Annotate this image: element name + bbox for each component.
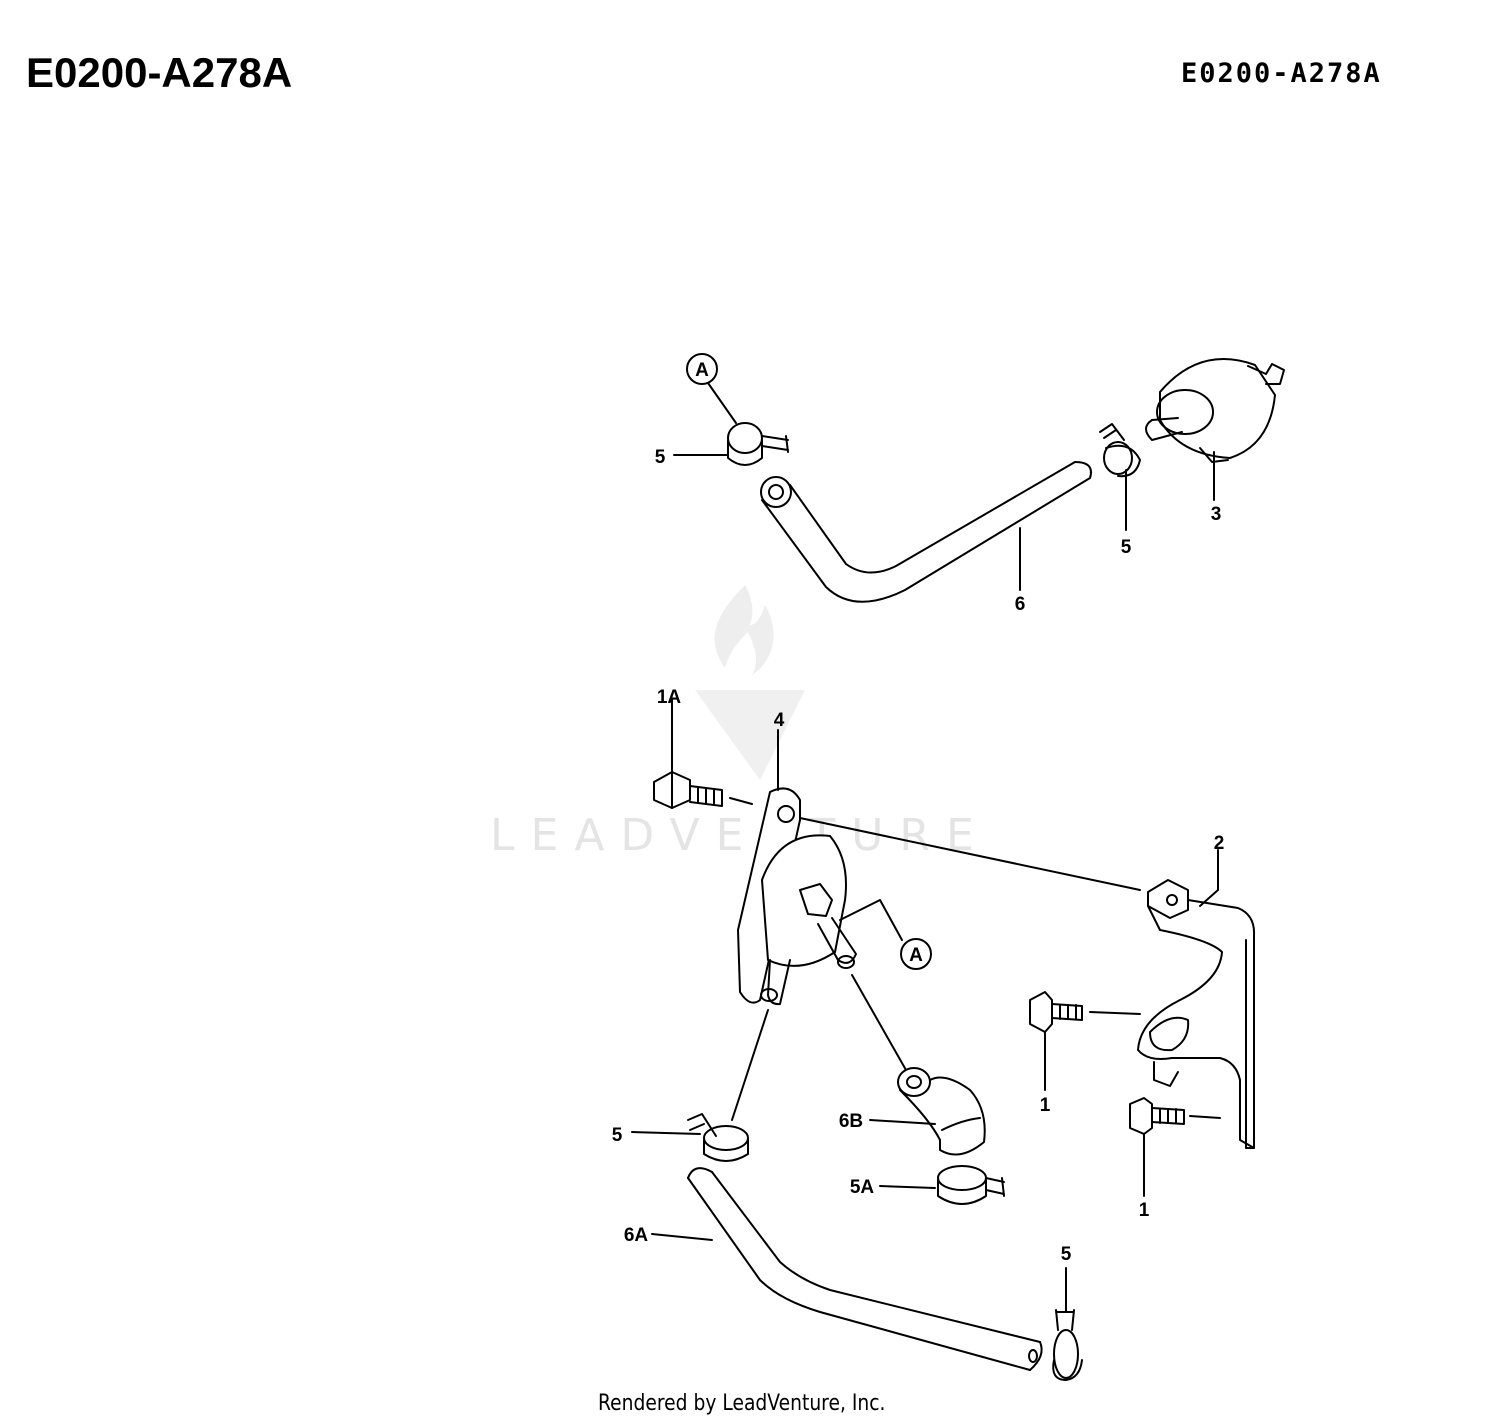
callout-1-lower: 1	[1139, 1200, 1150, 1221]
hose-clamp-5-upper-right	[1099, 423, 1141, 478]
callout-3: 3	[1211, 504, 1222, 525]
callout-2: 2	[1214, 833, 1225, 854]
fuel-pump-4	[737, 729, 857, 1006]
callout-1-upper: 1	[1040, 1095, 1051, 1116]
callout-5-upper-left: 5	[655, 447, 666, 468]
callout-5a: 5A	[850, 1177, 875, 1198]
diagram-title-right: E0200-A278A	[1181, 58, 1382, 89]
callout-6: 6	[1015, 594, 1026, 615]
callout-4: 4	[774, 710, 785, 731]
bolt-1a	[653, 699, 753, 809]
callout-1a: 1A	[657, 687, 682, 708]
hose-clamp-5-lower-left	[631, 1113, 749, 1162]
watermark-v-icon	[695, 690, 805, 780]
rendered-by-footer: Rendered by LeadVenture, Inc.	[598, 1391, 886, 1416]
hose-clamp-5-upper-left	[727, 422, 789, 466]
callout-5-upper-right: 5	[1121, 537, 1132, 558]
bolt-1-upper	[1029, 991, 1141, 1091]
callout-5-lower-right: 5	[1061, 1244, 1072, 1265]
watermark-text: LEADVENTURE	[490, 810, 990, 861]
hose-clamp-5-lower-right	[1052, 1267, 1083, 1381]
fuel-hose-6b	[851, 974, 986, 1156]
callout-6b: 6B	[839, 1111, 863, 1132]
leadventure-watermark: LEADVENTURE	[490, 585, 990, 861]
watermark-flame-icon	[714, 585, 774, 675]
fuel-filter-3	[1145, 358, 1285, 463]
callout-6a: 6A	[624, 1225, 649, 1246]
hose-clamp-5a	[879, 1165, 1005, 1205]
callout-5-lower-left: 5	[612, 1125, 623, 1146]
bracket-2	[1137, 849, 1256, 1149]
diagram-title-left: E0200-A278A	[26, 49, 293, 96]
bolt-1-lower	[1129, 1097, 1221, 1197]
fuel-hose-6a	[651, 1167, 1043, 1371]
fuel-hose-6	[760, 461, 1092, 603]
ref-a-top-label: A	[695, 360, 709, 381]
ref-a-pump-label: A	[909, 945, 923, 966]
